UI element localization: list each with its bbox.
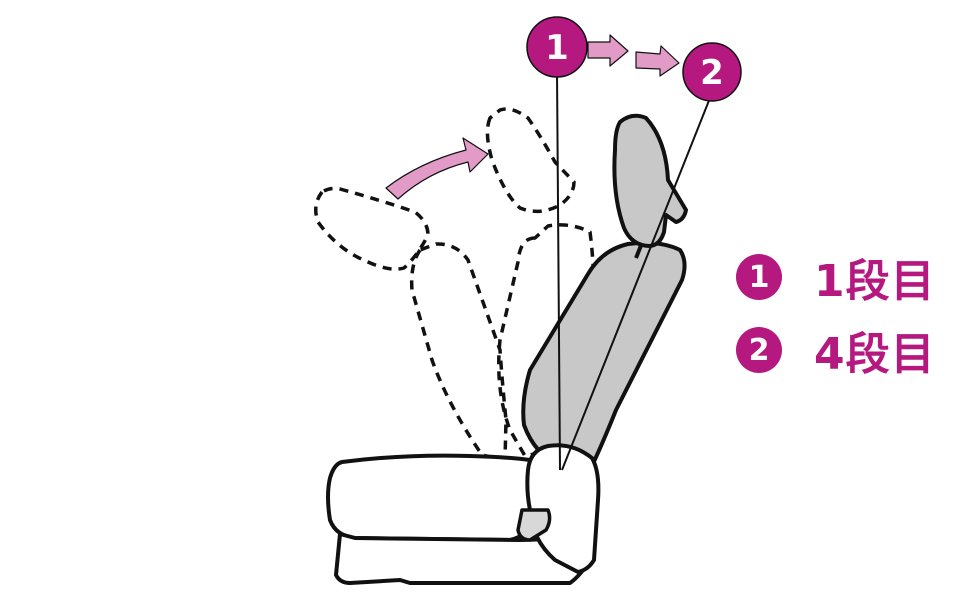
legend-item-2: 2 4段目: [736, 318, 936, 382]
dashed-headrest-mid: [485, 107, 576, 214]
marker-1-circle: [526, 16, 588, 78]
marker-1: 1: [526, 16, 588, 78]
step-arrow-b: [635, 45, 680, 77]
marker-2: 2: [682, 42, 742, 102]
dashed-headrest-far: [314, 186, 430, 271]
legend-text-1: 1段目: [814, 256, 936, 307]
headrest-current: [612, 113, 688, 248]
step-arrow-a: [587, 34, 629, 67]
headrest-stay: [634, 242, 644, 259]
marker-1-label: 1: [545, 28, 569, 68]
legend-item-1: 1 1段目: [736, 245, 936, 309]
marker-2-label: 2: [700, 53, 724, 93]
leader-line-2: [561, 97, 711, 471]
dashed-seatback-far: [409, 242, 508, 462]
recline-lever: [516, 508, 552, 542]
marker-2-circle: [682, 42, 742, 102]
legend-text-2: 4段目: [814, 329, 936, 380]
seat-cushion: [326, 453, 540, 542]
leader-line-1: [556, 71, 561, 471]
legend-marker-2: 2: [736, 327, 782, 373]
seatback-current: [521, 240, 687, 472]
motion-curved-arrow: [385, 137, 489, 200]
legend-marker-1: 1: [736, 254, 782, 300]
